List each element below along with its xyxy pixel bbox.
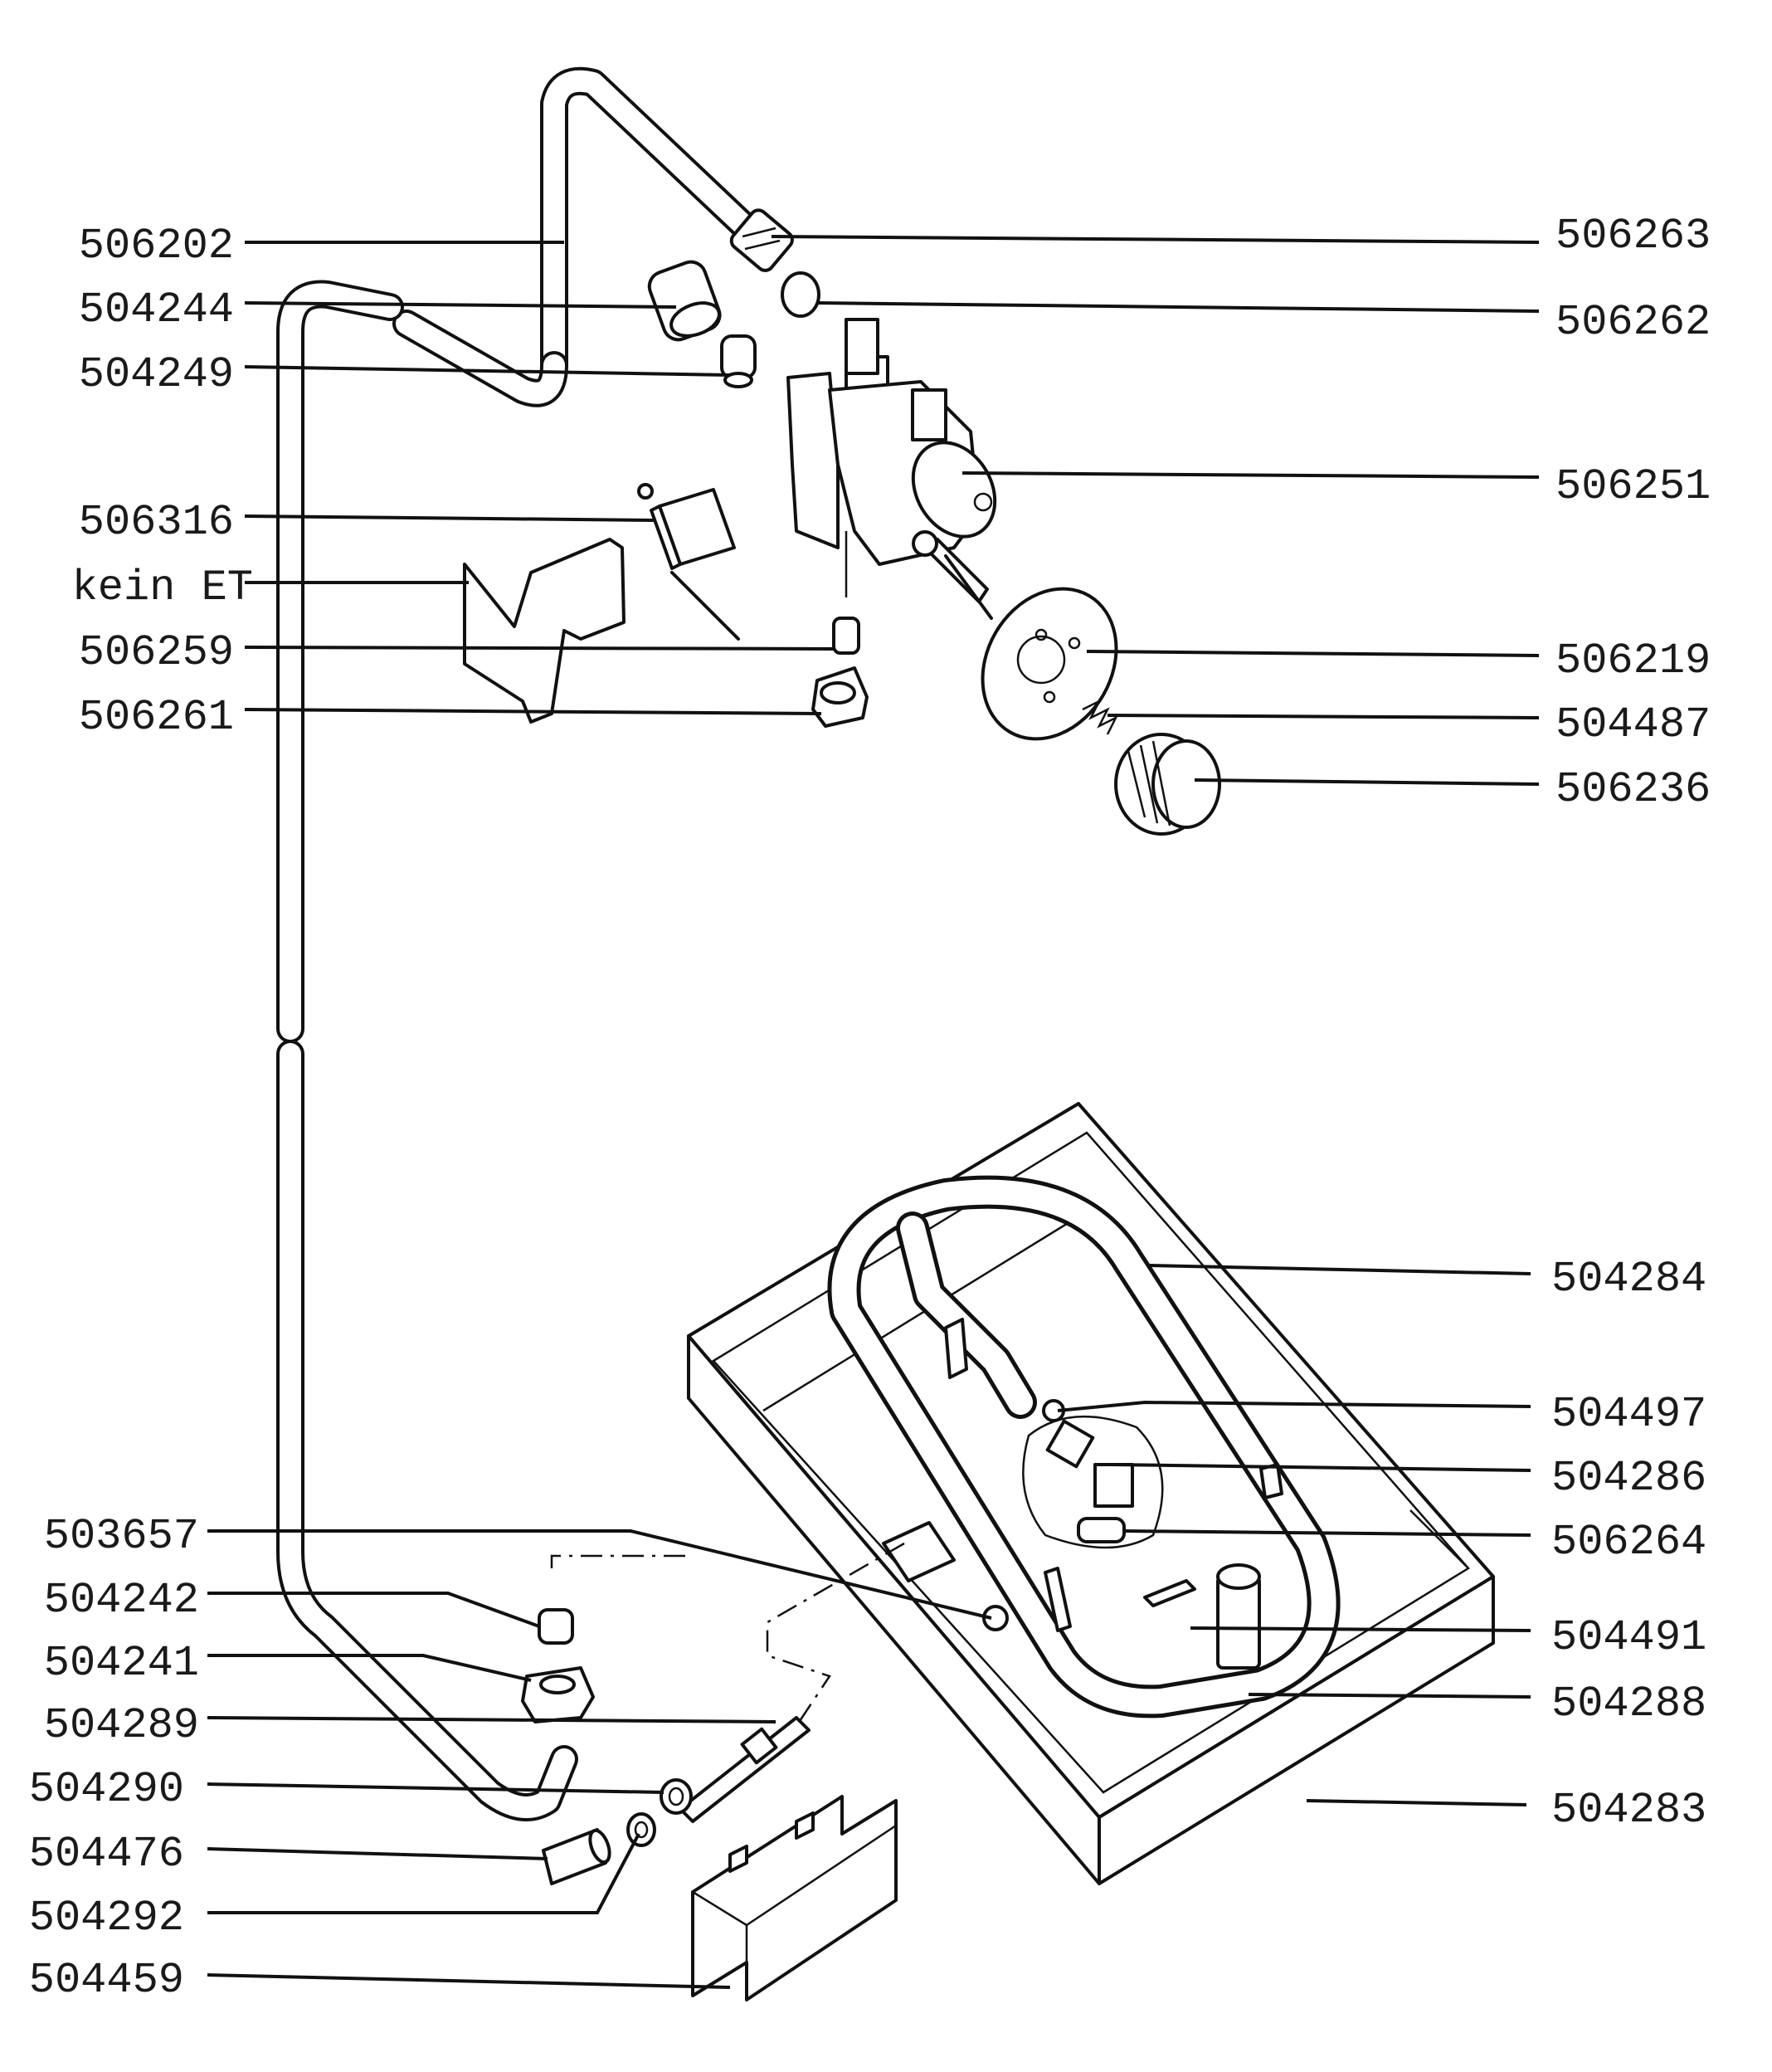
callout-504242: 504242 xyxy=(44,1576,199,1625)
leader-504249 xyxy=(244,365,731,377)
knob-506236 xyxy=(1114,733,1221,836)
nut-504241 xyxy=(521,1666,595,1723)
leader-506219 xyxy=(1086,650,1540,657)
labels-left: 506202 504244 504249 506316 kein ET 5062… xyxy=(29,222,253,2005)
callout-506219: 506219 xyxy=(1555,636,1711,685)
callout-504241: 504241 xyxy=(44,1639,199,1688)
leader-506259 xyxy=(244,646,835,651)
microswitch-506316 xyxy=(637,483,740,641)
callout-504491: 504491 xyxy=(1551,1613,1706,1662)
callout-504487: 504487 xyxy=(1555,700,1711,749)
fitting-nut-506263 xyxy=(729,208,794,272)
callout-504290: 504290 xyxy=(29,1765,184,1814)
leader-504487 xyxy=(1107,714,1540,719)
coupling-504244 xyxy=(647,260,722,342)
callout-506316: 506316 xyxy=(79,498,234,547)
leader-504242 xyxy=(207,1592,540,1628)
leader-504284 xyxy=(1148,1264,1531,1275)
leader-504244 xyxy=(244,301,677,309)
callout-506202: 506202 xyxy=(79,222,234,271)
parts-drawing xyxy=(276,66,1495,2001)
leader-504290 xyxy=(207,1782,664,1794)
leader-lines xyxy=(207,235,1540,1989)
leader-506316 xyxy=(244,514,656,522)
callout-kein-et: kein ET xyxy=(72,563,253,612)
leader-504292 xyxy=(207,1833,640,1914)
callout-504497: 504497 xyxy=(1551,1390,1706,1439)
leader-504289 xyxy=(207,1716,776,1723)
callout-504283: 504283 xyxy=(1551,1786,1706,1835)
leader-506261 xyxy=(244,708,822,715)
olive-506262 xyxy=(781,271,820,318)
spring-504487 xyxy=(1082,699,1118,735)
gas-pipe-long xyxy=(276,280,578,1821)
nut-506261 xyxy=(811,666,869,728)
pilot-assembly xyxy=(882,1318,1283,1632)
electrode-504289 xyxy=(679,1716,811,1823)
callout-504288: 504288 xyxy=(1551,1680,1706,1728)
rosette-506219 xyxy=(981,587,1118,741)
callout-504284: 504284 xyxy=(1551,1255,1706,1304)
set-screw-506259 xyxy=(832,617,860,655)
callout-506259: 506259 xyxy=(79,628,234,677)
callout-506261: 506261 xyxy=(79,693,234,742)
leader-504283 xyxy=(1306,1799,1527,1806)
callout-506263: 506263 xyxy=(1555,212,1711,261)
gas-pipe-upper xyxy=(392,66,761,407)
leader-504459 xyxy=(207,1973,731,1989)
labels-right: 506263 506262 506251 506219 504487 50623… xyxy=(1551,212,1711,1835)
leader-504288 xyxy=(1248,1693,1531,1699)
olive-504242 xyxy=(538,1608,574,1645)
callout-504459: 504459 xyxy=(29,1956,184,2005)
leader-506263 xyxy=(771,235,1540,244)
leader-504476 xyxy=(207,1847,548,1860)
assembly-axis xyxy=(550,1542,905,1727)
callout-506264: 506264 xyxy=(1551,1518,1706,1567)
gas-valve-506251 xyxy=(786,318,997,620)
callout-504249: 504249 xyxy=(79,350,234,399)
leader-506236 xyxy=(1194,778,1540,786)
leader-506251 xyxy=(961,471,1540,479)
callout-506251: 506251 xyxy=(1555,462,1711,511)
pilot-tube-504288 xyxy=(1216,1563,1261,1670)
washer-504290 xyxy=(660,1778,693,1815)
bracket-kein-et xyxy=(463,538,626,724)
leader-504286 xyxy=(1111,1463,1531,1472)
sleeve-504476 xyxy=(542,1828,611,1885)
callout-504286: 504286 xyxy=(1551,1454,1706,1503)
leader-504497 xyxy=(1057,1400,1531,1412)
callout-506262: 506262 xyxy=(1555,298,1711,347)
leader-503657 xyxy=(207,1529,992,1620)
callout-504476: 504476 xyxy=(29,1830,184,1879)
shield-504459 xyxy=(691,1795,898,2001)
nipple-504249 xyxy=(720,334,757,388)
leader-506262 xyxy=(816,301,1540,313)
callout-504244: 504244 xyxy=(79,285,234,334)
ring-504292 xyxy=(626,1812,656,1847)
leader-506264 xyxy=(1123,1529,1531,1537)
callout-504292: 504292 xyxy=(29,1894,184,1943)
burner-tray-504283 xyxy=(687,1102,1495,1885)
leader-504491 xyxy=(1190,1626,1531,1632)
callout-506236: 506236 xyxy=(1555,765,1711,814)
callout-504289: 504289 xyxy=(44,1701,199,1750)
callout-503657: 503657 xyxy=(44,1512,199,1561)
leader-504241 xyxy=(207,1654,532,1682)
